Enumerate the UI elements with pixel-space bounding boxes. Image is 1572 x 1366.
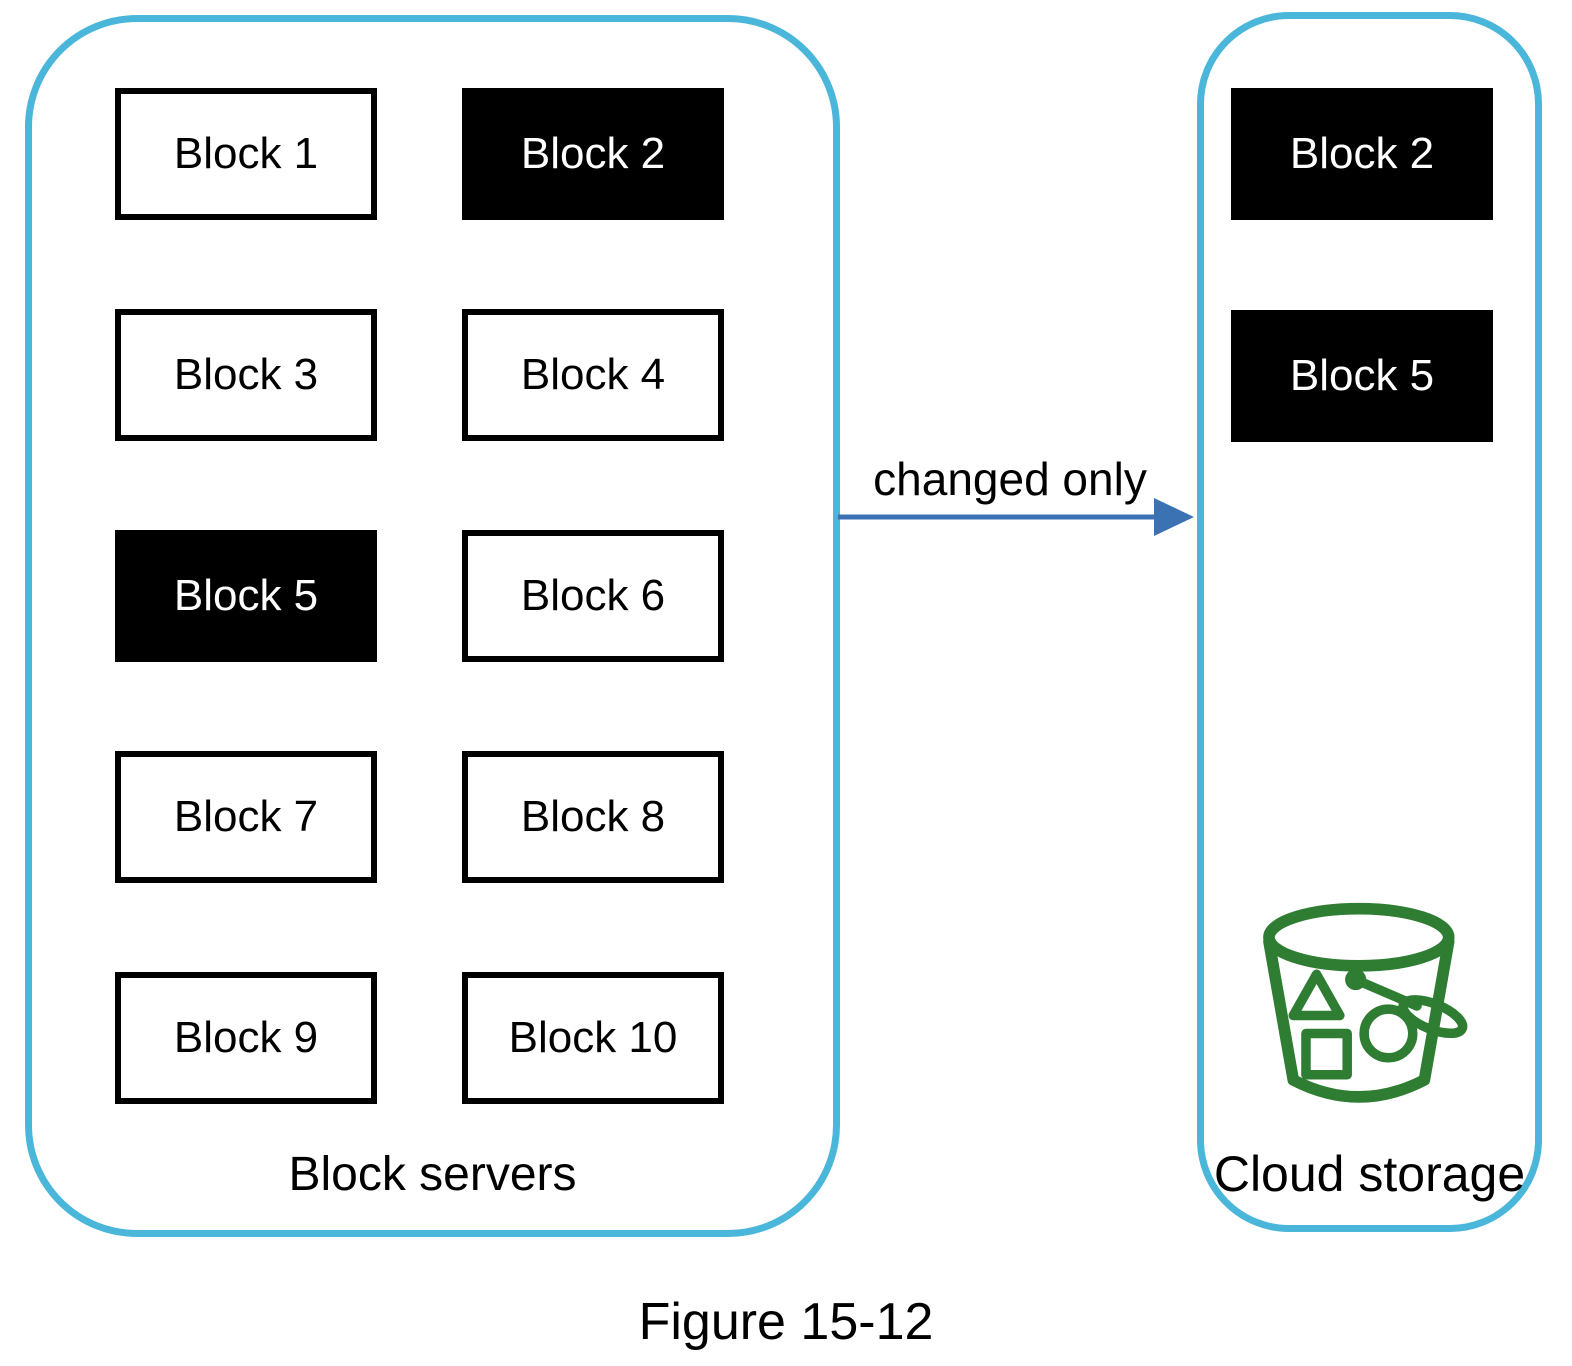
block-block-9: Block 9 [115,972,377,1104]
block-block-10: Block 10 [462,972,724,1104]
block-block-2: Block 2 [1231,88,1493,220]
block-servers-container: Block 1 Block 2 Block 3 Block 4 Block 5 Block… [25,15,840,1237]
block-block-5: Block 5 [1231,310,1493,442]
changed-only-arrow [838,498,1194,536]
block-block-1: Block 1 [115,88,377,220]
cloud-storage-blocks: Block 2 Block 5 [1231,88,1493,442]
block-block-7: Block 7 [115,751,377,883]
arrow-label: changed only [873,453,1147,505]
cloud-storage-label: Cloud storage [1213,1146,1526,1202]
block-block-5: Block 5 [115,530,377,662]
block-block-4: Block 4 [462,309,724,441]
block-block-2: Block 2 [462,88,724,220]
block-block-6: Block 6 [462,530,724,662]
s3-bucket-icon [1263,902,1468,1103]
cloud-storage-container: Block 2 Block 5 Cloud storage [1197,12,1542,1232]
block-servers-grid: Block 1 Block 2 Block 3 Block 4 Block 5 Block… [115,88,724,1104]
block-block-8: Block 8 [462,751,724,883]
figure-caption: Figure 15-12 [638,1293,934,1351]
block-servers-label: Block servers [288,1148,577,1201]
block-block-3: Block 3 [115,309,377,441]
